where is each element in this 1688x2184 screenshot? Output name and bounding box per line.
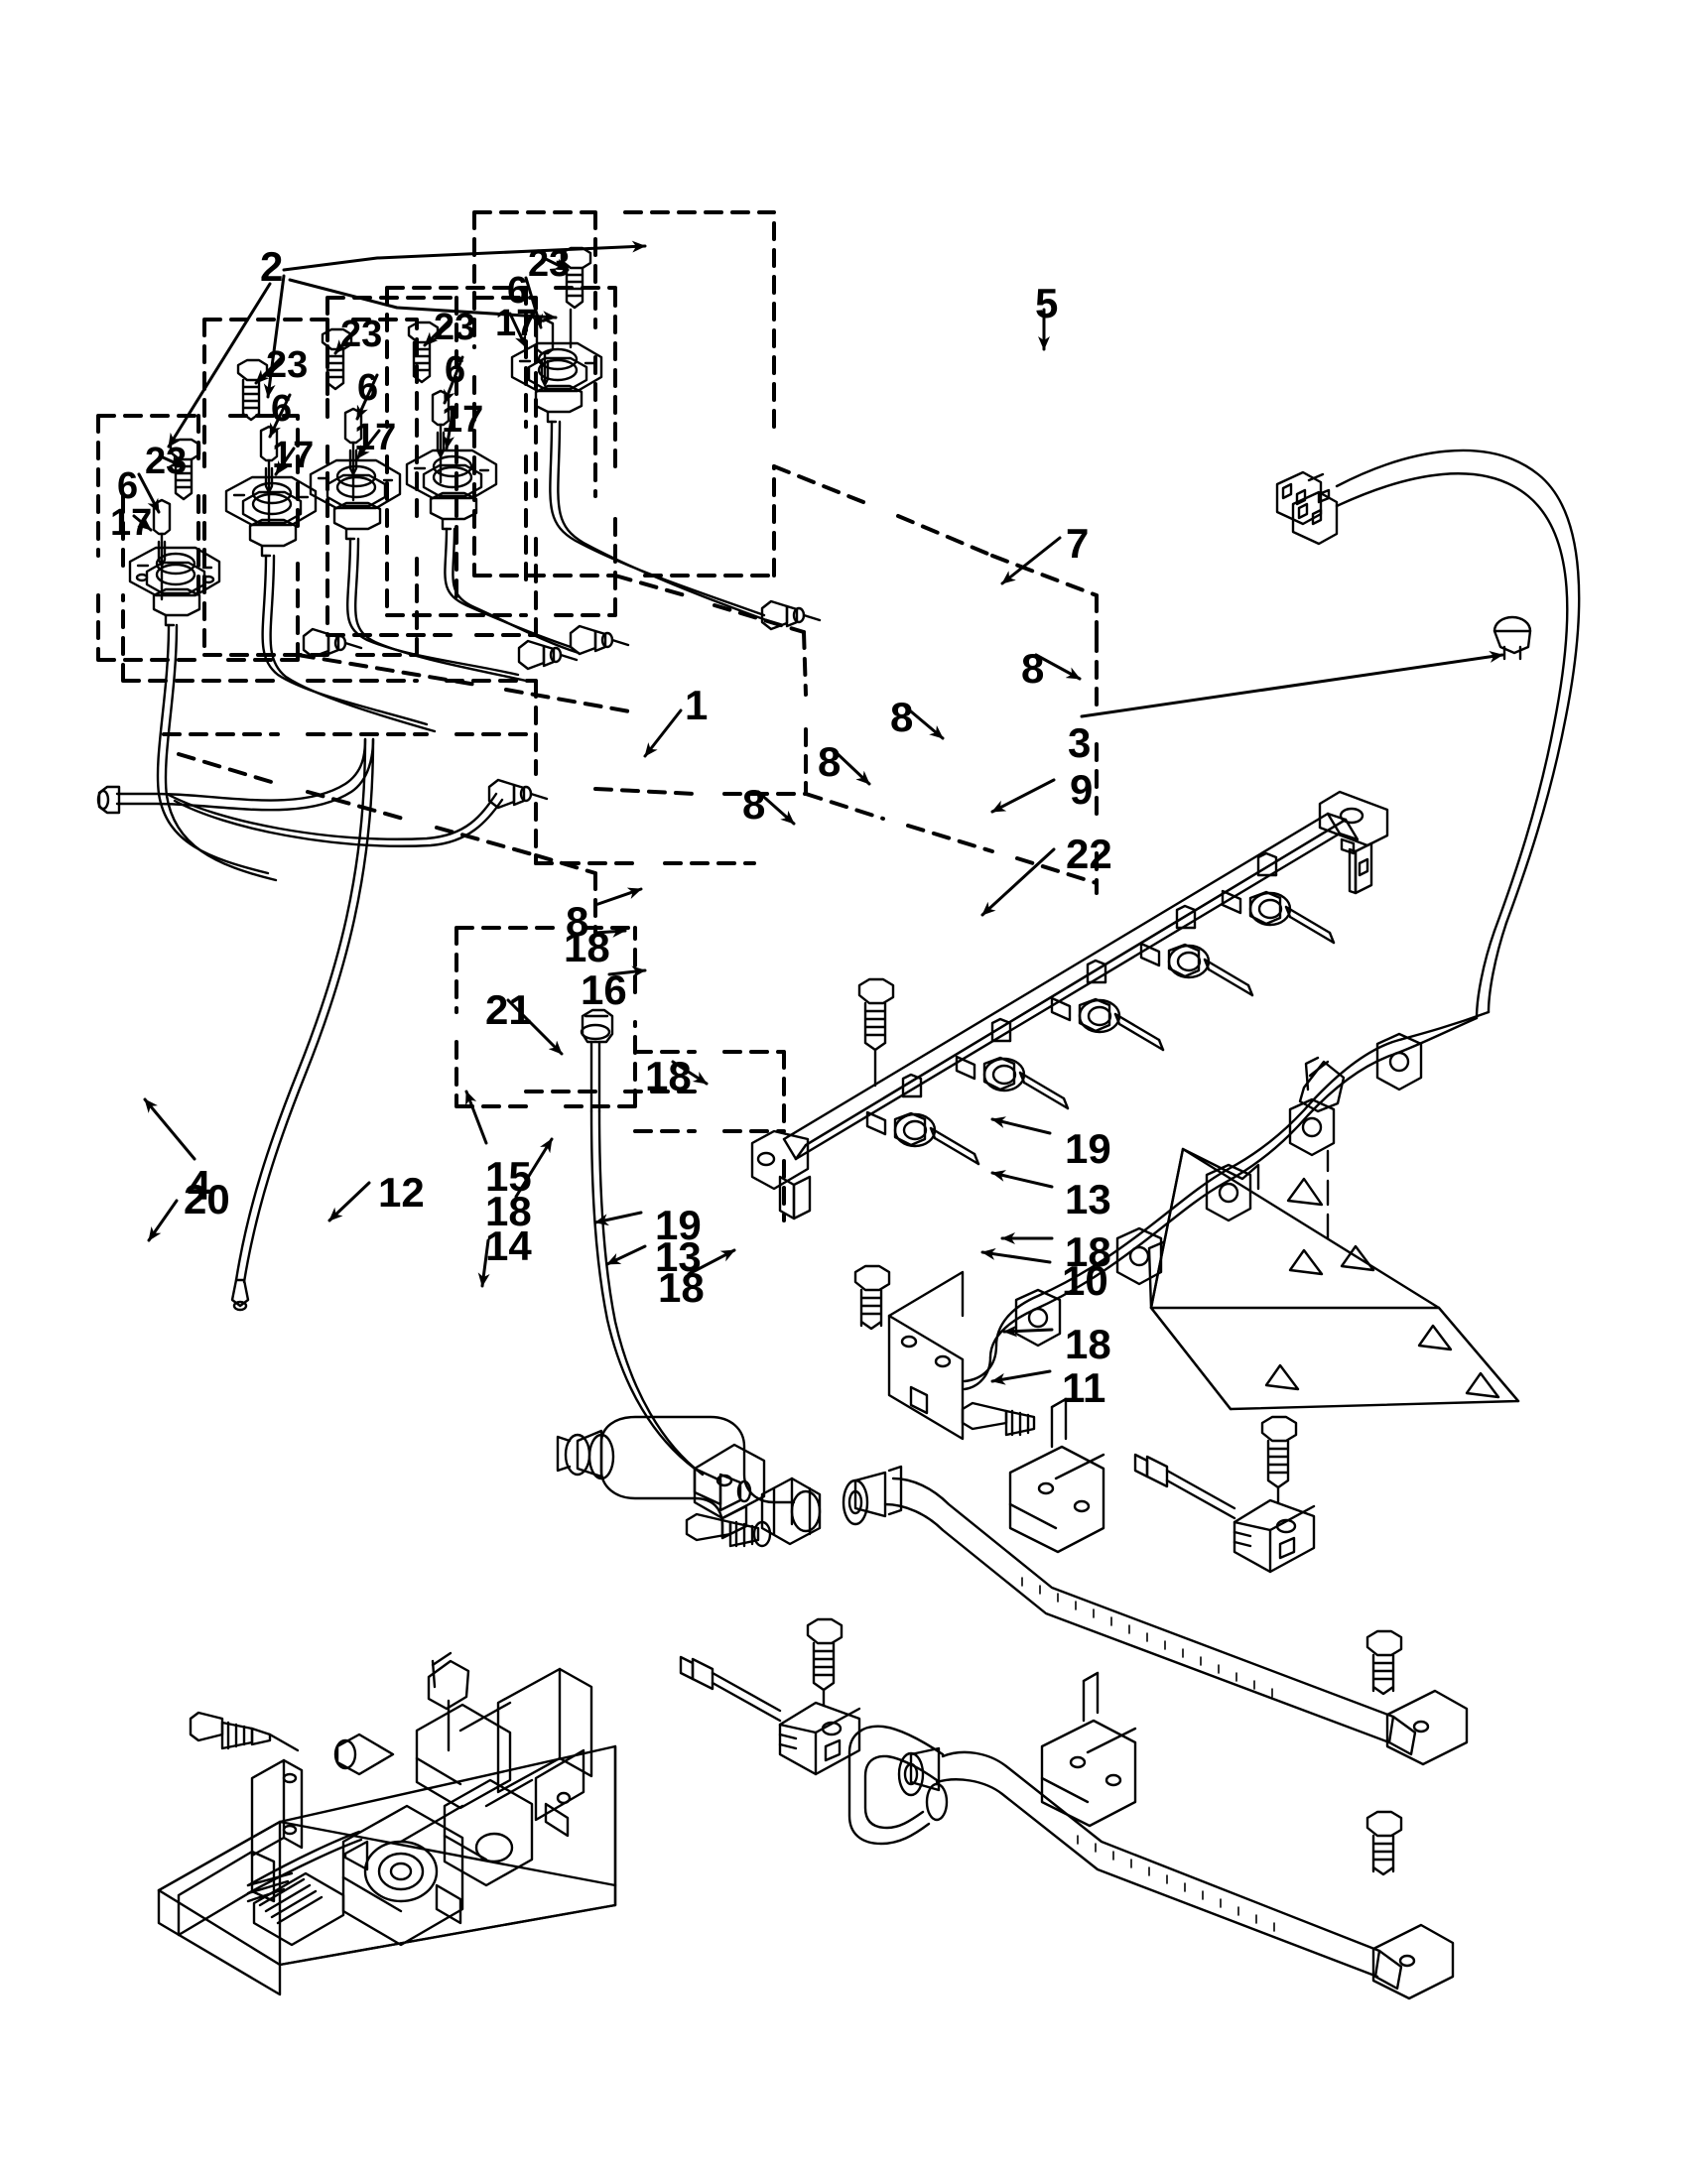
callout-18-a: 18 xyxy=(564,924,610,970)
callout-5: 5 xyxy=(1035,280,1059,326)
callout-13-a: 13 xyxy=(1065,1176,1111,1222)
callout-17-d: 17 xyxy=(442,399,484,441)
callout-8-a: 8 xyxy=(1021,645,1045,692)
callout-17-a: 17 xyxy=(110,502,153,544)
callout-18-f: 18 xyxy=(1065,1321,1111,1367)
callout-12: 12 xyxy=(378,1169,425,1216)
callout-8-d: 8 xyxy=(742,781,766,828)
callout-18-e: 18 xyxy=(1065,1228,1111,1275)
callout-8-c: 8 xyxy=(818,738,842,785)
callout-15: 15 xyxy=(485,1153,532,1200)
callout-19-a: 19 xyxy=(1065,1125,1111,1172)
callout-23-d: 23 xyxy=(434,307,476,348)
callout-23-c: 23 xyxy=(340,314,383,355)
callout-8-e: 8 xyxy=(566,898,589,945)
callout-23-a: 23 xyxy=(145,441,188,482)
callout-23-b: 23 xyxy=(266,344,309,386)
callout-20: 20 xyxy=(184,1176,230,1222)
callout-7: 7 xyxy=(1066,520,1090,567)
callout-6-d: 6 xyxy=(445,349,466,391)
callout-3: 3 xyxy=(1068,719,1092,766)
callout-6-a: 6 xyxy=(117,465,139,507)
callout-14: 14 xyxy=(485,1222,532,1269)
callout-6-b: 6 xyxy=(271,388,293,430)
callout-1: 1 xyxy=(685,682,709,728)
callout-9: 9 xyxy=(1070,766,1094,813)
callout-18-c: 18 xyxy=(485,1188,532,1234)
callout-22: 22 xyxy=(1066,831,1112,877)
callout-17-e: 17 xyxy=(495,303,538,344)
callout-17-c: 17 xyxy=(354,417,397,458)
callout-19-b: 19 xyxy=(655,1202,702,1248)
callout-2: 2 xyxy=(260,243,284,290)
callout-16: 16 xyxy=(581,966,627,1013)
callout-10: 10 xyxy=(1062,1257,1108,1304)
callout-6-e: 6 xyxy=(507,270,529,312)
callout-17-b: 17 xyxy=(272,435,315,476)
callout-18-d: 18 xyxy=(658,1264,705,1311)
callout-6-c: 6 xyxy=(357,367,379,409)
callout-23-e: 23 xyxy=(528,243,571,285)
callout-4: 4 xyxy=(188,1162,211,1209)
callout-21: 21 xyxy=(485,986,532,1033)
callout-18-b: 18 xyxy=(645,1053,692,1099)
callout-11: 11 xyxy=(1062,1364,1106,1411)
callout-8-b: 8 xyxy=(890,694,914,740)
callout-13-b: 13 xyxy=(655,1233,702,1280)
